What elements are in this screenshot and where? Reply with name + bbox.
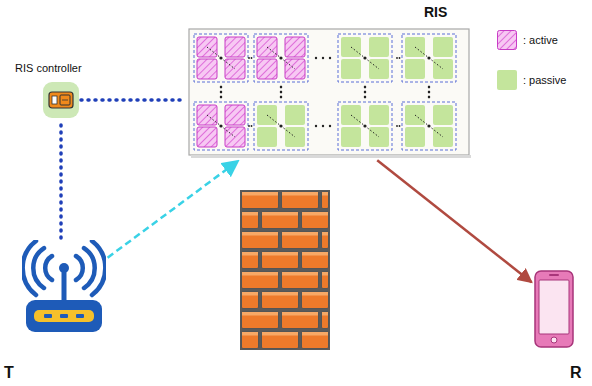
brick	[242, 292, 259, 309]
brick-wall	[240, 190, 330, 350]
controller-icon	[43, 82, 79, 118]
brick	[302, 252, 329, 269]
brick	[262, 332, 299, 349]
brick	[322, 312, 329, 329]
brick	[282, 272, 319, 289]
brick	[262, 212, 299, 229]
brick-highlight	[322, 272, 328, 276]
brick-highlight	[322, 192, 328, 196]
signal-arrow	[377, 160, 531, 282]
control-link	[59, 121, 63, 238]
phone-icon	[534, 270, 574, 348]
brick-highlight	[262, 292, 298, 296]
brick-highlight	[282, 272, 318, 276]
brick-highlight	[262, 212, 298, 216]
brick	[282, 232, 319, 249]
brick-highlight	[242, 232, 278, 236]
brick-highlight	[302, 212, 328, 216]
brick-highlight	[322, 232, 328, 236]
brick	[322, 272, 329, 289]
brick-highlight	[242, 252, 258, 256]
legend-swatch	[497, 30, 517, 50]
signal-arrow	[108, 161, 239, 258]
brick-highlight	[302, 292, 328, 296]
brick	[262, 252, 299, 269]
receiver-node: R	[520, 270, 582, 382]
brick	[242, 192, 279, 209]
brick	[242, 252, 259, 269]
brick-highlight	[282, 232, 318, 236]
brick	[242, 232, 279, 249]
ris-panel	[188, 28, 472, 159]
brick-highlight	[302, 332, 328, 336]
brick	[242, 332, 259, 349]
brick-highlight	[242, 192, 278, 196]
brick-highlight	[242, 292, 258, 296]
brick	[302, 292, 329, 309]
brick	[282, 192, 319, 209]
node-label: RIS controller	[15, 62, 82, 74]
node-label: RIS	[424, 4, 447, 20]
brick	[262, 292, 299, 309]
brick-highlight	[322, 312, 328, 316]
brick	[282, 312, 319, 329]
legend-entry: : active	[497, 30, 558, 50]
node-label: T	[4, 364, 14, 382]
brick-highlight	[242, 212, 258, 216]
brick-highlight	[262, 332, 298, 336]
brick	[322, 232, 329, 249]
brick-highlight	[242, 272, 278, 276]
legend-label: : passive	[523, 74, 566, 86]
brick-highlight	[282, 192, 318, 196]
legend-entry: : passive	[497, 70, 566, 90]
brick-highlight	[242, 312, 278, 316]
brick-highlight	[302, 252, 328, 256]
transmitter-node: T	[2, 240, 106, 382]
wall-mortar	[240, 190, 330, 350]
brick	[242, 312, 279, 329]
brick	[322, 192, 329, 209]
node-label: R	[570, 364, 582, 382]
brick-highlight	[242, 332, 258, 336]
brick-highlight	[262, 252, 298, 256]
brick-highlight	[282, 312, 318, 316]
ris-node: RIS	[186, 4, 472, 159]
controller-node: RIS controller	[15, 62, 82, 118]
brick	[302, 212, 329, 229]
brick	[302, 332, 329, 349]
router-icon	[22, 240, 106, 335]
control-link	[81, 98, 185, 102]
legend-swatch	[497, 70, 517, 90]
brick	[242, 212, 259, 229]
legend-label: : active	[523, 34, 558, 46]
brick	[242, 272, 279, 289]
